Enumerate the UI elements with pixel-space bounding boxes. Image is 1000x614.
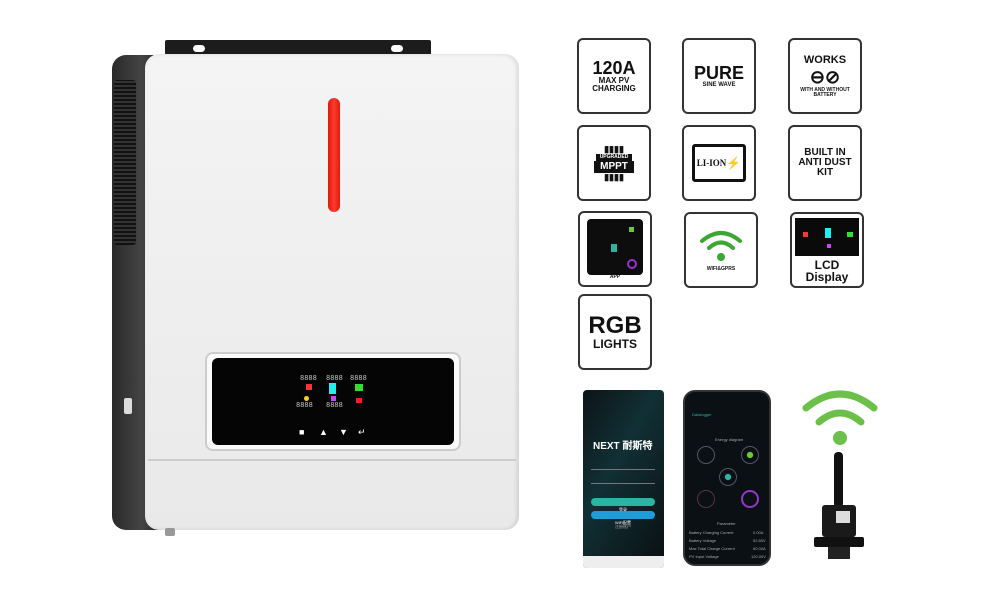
tile-text: PURE	[693, 63, 744, 83]
feature-app: APP	[578, 211, 652, 287]
side-switch	[124, 398, 132, 414]
battery-circle-icons: ⊖⊘	[809, 66, 841, 87]
tile-text: LCD Display	[805, 257, 849, 284]
button-label: WiFi配置	[615, 520, 631, 525]
tile-text: MPPT	[594, 160, 634, 173]
mppt-chip-icon: ▮▮▮▮	[604, 143, 624, 154]
param-label: Battery Charging Current	[689, 530, 734, 535]
feature-120a-pv: 120A MAX PV CHARGING	[577, 38, 651, 114]
tile-text: LIGHTS	[593, 337, 637, 351]
lcd-red-icon	[356, 398, 362, 403]
antenna	[834, 452, 843, 508]
param-value: 52.80V	[753, 538, 766, 543]
tile-text: LI-ION	[696, 157, 727, 168]
up-button-icon[interactable]: ▲	[319, 427, 328, 437]
dongle-label	[836, 511, 850, 523]
tile-text: RGB	[588, 312, 642, 339]
lcd-battery-icon	[329, 383, 336, 394]
login-phone-screen: NEXT 耐斯特 登录 WiFi配置 注册账户	[583, 390, 664, 568]
lcd-digits: 8888	[300, 374, 317, 382]
dongle-plug	[828, 547, 850, 559]
param-label: PV Input Voltage	[689, 554, 719, 559]
tile-text: KIT	[816, 167, 834, 178]
lcd-screen-icon	[795, 217, 859, 256]
tile-text: MAX PV	[598, 76, 630, 85]
tile-text: WITH AND WITHOUT BATTERY	[800, 86, 850, 98]
app-phone-screen: Datalogger Energy diagram Parameter Batt…	[683, 390, 771, 566]
tile-text: WIFI&GPRS	[706, 265, 736, 272]
lcd-red-icon	[306, 384, 312, 390]
app-logo: NEXT 耐斯特	[593, 441, 653, 452]
home-node-icon	[741, 446, 759, 464]
tile-text: WORKS	[803, 53, 847, 66]
feature-li-ion: LI-ION⚡	[682, 125, 756, 201]
tile-text: CHARGING	[592, 84, 636, 93]
lcd-digits: 8888	[350, 374, 367, 382]
lcd-digits: 8888	[326, 401, 343, 409]
dongle-connector	[814, 537, 864, 547]
diagram-title: Energy diagram	[715, 437, 744, 442]
rgb-led-bar	[328, 98, 340, 212]
side-vent	[114, 80, 136, 245]
button-label: 登录	[619, 507, 627, 512]
app-screen-icon	[587, 218, 643, 275]
tile-text: BUILT IN	[804, 147, 846, 158]
param-label: Battery Voltage	[689, 538, 717, 543]
param-value: 0.00A	[753, 530, 764, 535]
param-label: Max Total Charge Current	[689, 546, 735, 551]
feature-mppt: ▮▮▮▮ UPGRADED MPPT ▮▮▮▮	[577, 125, 651, 201]
pv-node-icon	[697, 446, 715, 464]
feature-pure-sine: PURE SINE WAVE	[682, 38, 756, 114]
nav-bar	[583, 556, 664, 568]
param-value: 120.00V	[751, 554, 766, 559]
feature-anti-dust: BUILT IN ANTI DUST KIT	[788, 125, 862, 201]
username-field[interactable]	[591, 469, 655, 470]
parameter-title: Parameter	[717, 521, 736, 526]
lithium-battery-icon: LI-ION⚡	[692, 144, 746, 182]
wifi-icon	[700, 230, 742, 261]
lcd-purple-icon	[331, 396, 336, 401]
tile-text: UPGRADED	[595, 153, 633, 161]
tile-text: ANTI DUST	[798, 157, 852, 168]
password-field[interactable]	[591, 483, 655, 484]
battery-node-icon	[741, 490, 759, 508]
param-value: 60.00A	[753, 546, 766, 551]
lcd-digits: 8888	[296, 401, 313, 409]
enter-button-icon[interactable]: ↵	[358, 427, 366, 437]
lcd-digits: 8888	[326, 374, 343, 382]
mppt-chip-icon: ▮▮▮▮	[604, 171, 624, 182]
tile-text: SINE WAVE	[702, 82, 736, 88]
cable-gland	[165, 528, 175, 536]
panel-seam	[148, 459, 516, 461]
menu-button-icon[interactable]: ■	[299, 427, 305, 437]
feature-works-battery: WORKS ⊖⊘ WITH AND WITHOUT BATTERY	[788, 38, 862, 114]
lcd-yellow-icon	[304, 396, 309, 401]
feature-wifi-gprs: WIFI&GPRS	[684, 212, 758, 288]
login-button[interactable]: 登录	[591, 498, 655, 512]
tile-text: APP	[609, 273, 621, 280]
inverter-node-icon	[719, 468, 737, 486]
register-link[interactable]: 注册账户	[615, 524, 631, 529]
app-title: Datalogger	[692, 412, 712, 417]
grid-node-icon	[697, 490, 715, 508]
down-button-icon[interactable]: ▼	[339, 427, 348, 437]
lcd-display: 8888 8888 8888 8888 8888	[212, 358, 454, 445]
lcd-green-icon	[355, 384, 363, 391]
dongle-body	[822, 505, 856, 537]
feature-lcd-display: LCD Display	[790, 212, 864, 288]
tile-text: 120A	[592, 58, 636, 78]
wifi-signal-icon	[802, 390, 878, 445]
mounting-bracket	[165, 40, 431, 58]
wifi-config-button[interactable]: WiFi配置	[591, 511, 655, 525]
feature-rgb-lights: RGB LIGHTS	[578, 294, 652, 370]
